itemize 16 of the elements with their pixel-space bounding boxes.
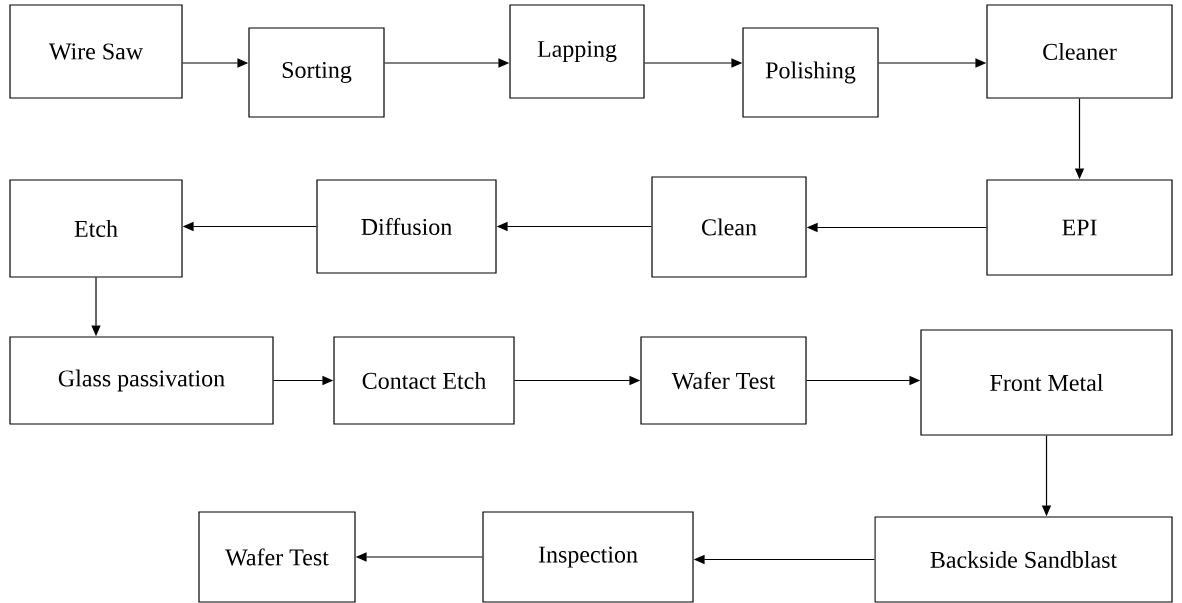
process-box: Clean bbox=[651, 176, 807, 278]
process-box: Wire Saw bbox=[9, 4, 183, 99]
process-box: Glass passivation bbox=[9, 336, 274, 425]
process-box: Wafer Test bbox=[198, 511, 356, 603]
process-box: Backside Sandblast bbox=[874, 516, 1173, 603]
process-box: Cleaner bbox=[986, 4, 1173, 99]
process-box: Etch bbox=[9, 179, 183, 278]
process-box: EPI bbox=[986, 179, 1173, 276]
process-box: Contact Etch bbox=[333, 336, 515, 425]
process-box: Lapping bbox=[509, 4, 645, 99]
process-box: Polishing bbox=[742, 27, 879, 118]
process-box: Inspection bbox=[482, 511, 694, 603]
process-box: Front Metal bbox=[920, 329, 1173, 436]
process-box: Diffusion bbox=[316, 179, 497, 274]
process-box: Wafer Test bbox=[640, 336, 807, 425]
process-box: Sorting bbox=[248, 27, 385, 118]
